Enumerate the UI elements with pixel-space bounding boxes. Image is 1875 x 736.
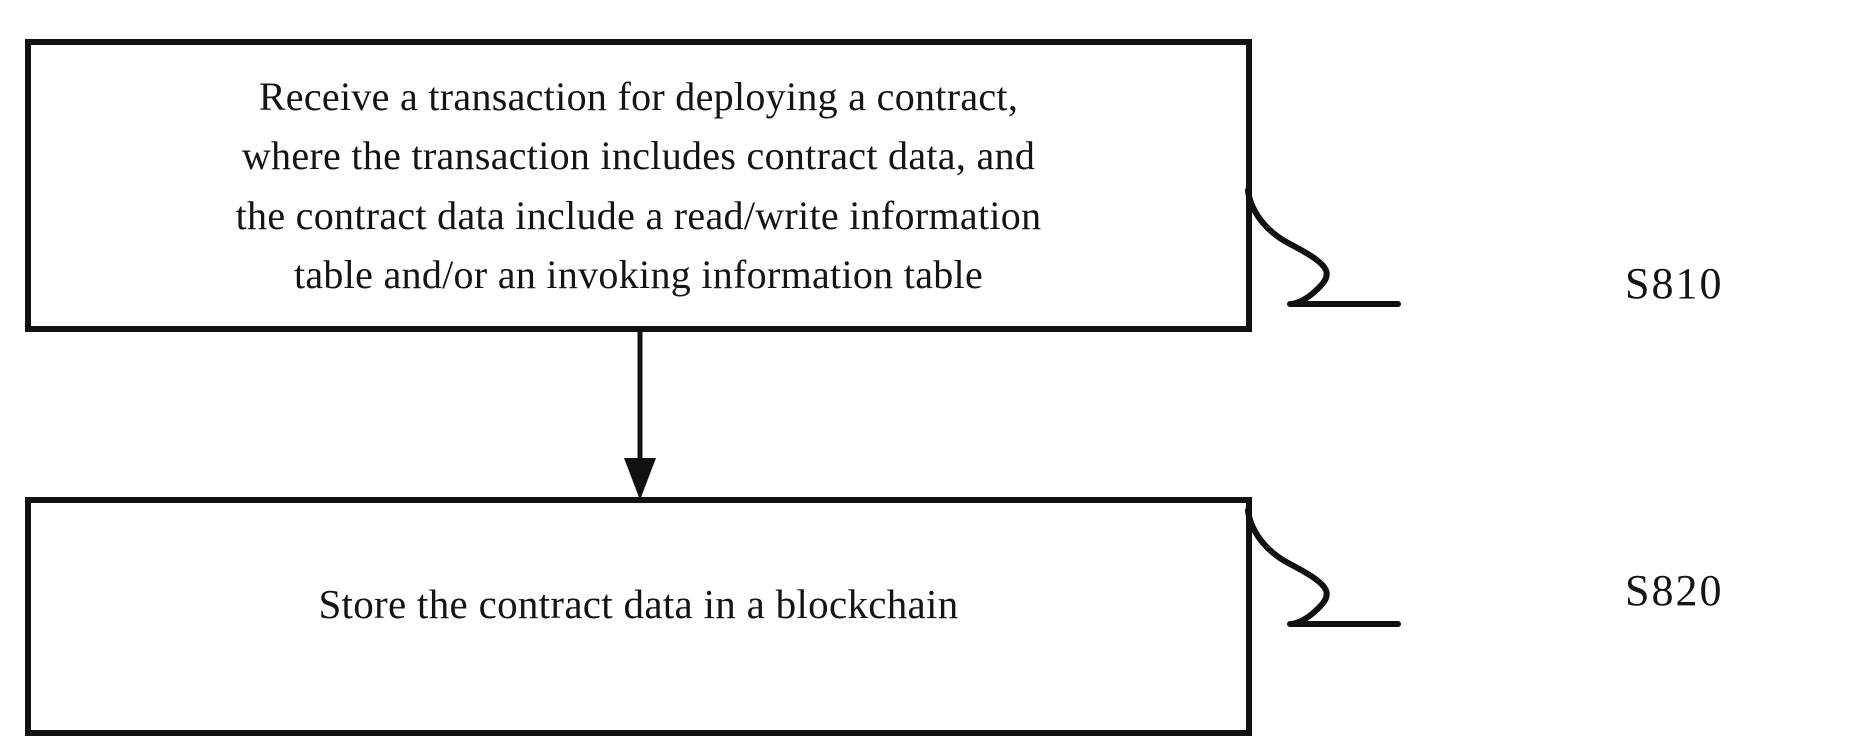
step-box-s820-text: Store the contract data in a blockchain	[318, 580, 959, 627]
leader-s820-path	[1245, 507, 1401, 627]
flowchart-step-box-s810: Receive a transaction for deploying a co…	[25, 39, 1252, 332]
arrow-head-icon	[624, 458, 656, 500]
leader-line-s820	[1245, 507, 1401, 627]
flowchart-step-box-s820: Store the contract data in a blockchain	[25, 497, 1252, 736]
step-label-s820: S820	[1625, 566, 1724, 615]
step-box-s810-text: Receive a transaction for deploying a co…	[235, 74, 1042, 297]
leader-line-s810	[1245, 187, 1401, 307]
step-label-s810: S810	[1625, 259, 1724, 308]
arrow-connector-step1-to-step2	[624, 330, 656, 500]
leader-s810-path	[1245, 187, 1401, 307]
